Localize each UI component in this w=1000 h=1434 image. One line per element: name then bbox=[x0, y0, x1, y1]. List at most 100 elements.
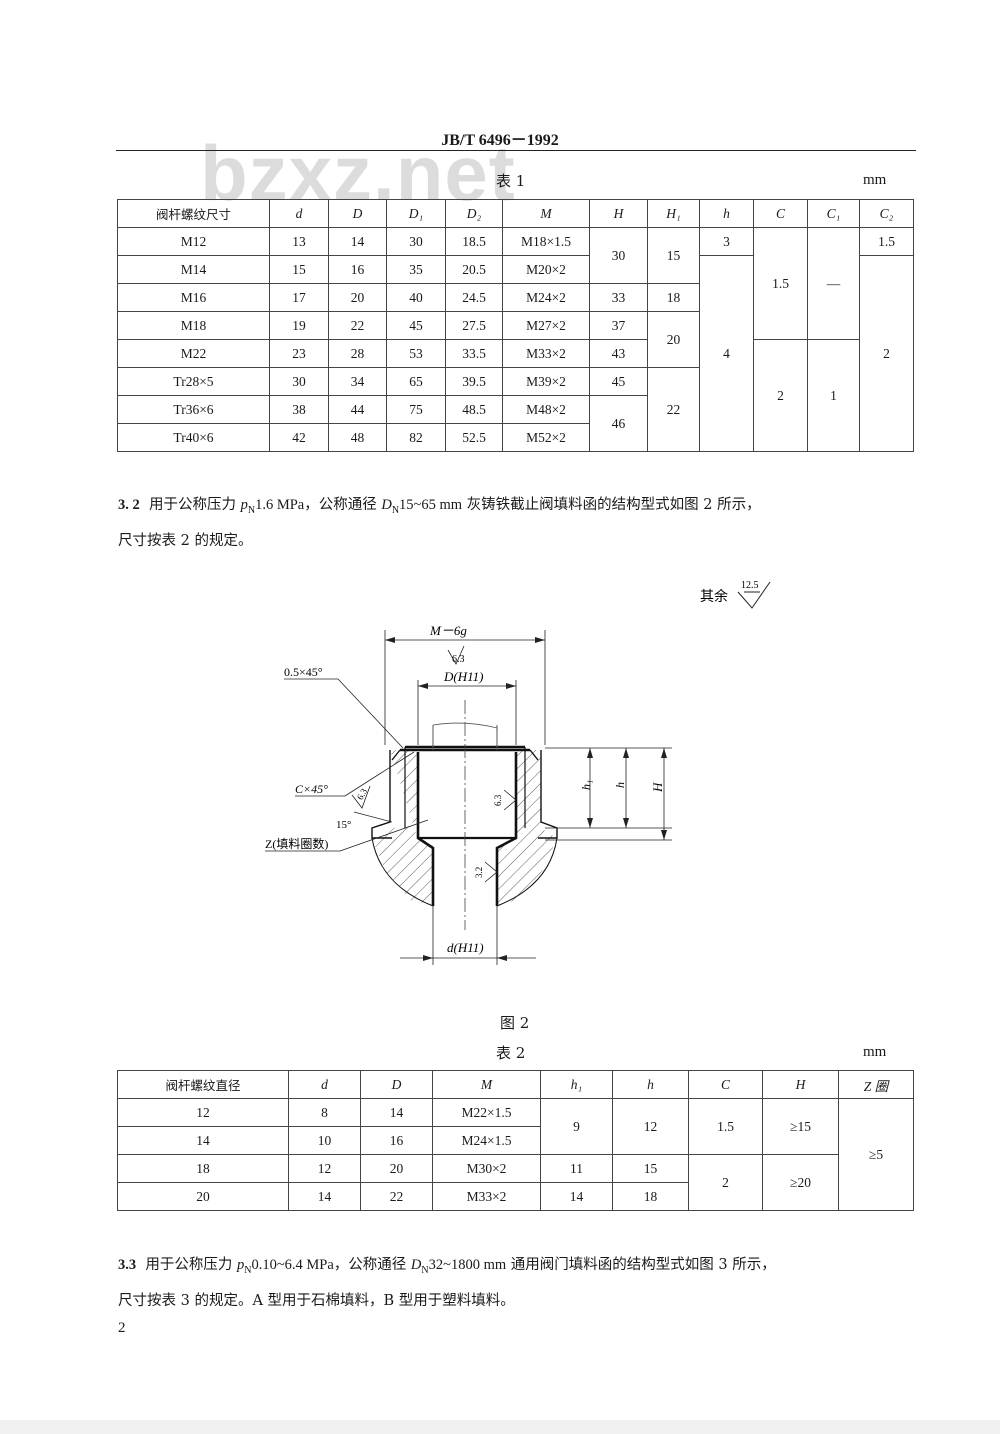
table1: 阀杆螺纹尺寸 d D D₁ D₂ M H H₁ h C C₁ C₂ M12 13… bbox=[117, 199, 914, 452]
table1-header-cell: D₂ bbox=[445, 199, 503, 228]
table1-cell: M18 bbox=[117, 311, 270, 340]
table1-cell: 48 bbox=[328, 423, 387, 452]
table2-cell: 2 bbox=[688, 1154, 763, 1211]
table1-cell: 40 bbox=[386, 283, 446, 312]
pressure-value: 0.10~6.4 MPa bbox=[251, 1257, 334, 1273]
table2-cell: 18 bbox=[612, 1182, 689, 1211]
thread-line bbox=[404, 747, 526, 828]
chamfer-edge bbox=[391, 749, 539, 761]
table2-header-cell: h bbox=[612, 1070, 689, 1099]
table1-cell: 46 bbox=[589, 395, 648, 452]
table1-cell: 30 bbox=[269, 367, 329, 396]
table2-header-cell: 阀杆螺纹直径 bbox=[117, 1070, 289, 1099]
table1-cell: M39×2 bbox=[502, 367, 590, 396]
roughness-symbol-icon bbox=[447, 645, 465, 665]
table2-row: 14 10 16 M24×1.5 bbox=[117, 1126, 914, 1155]
table1-cell: 43 bbox=[589, 339, 648, 368]
table1-cell: M22 bbox=[117, 339, 270, 368]
table2-cell: 10 bbox=[288, 1126, 361, 1155]
angle-label: 15° bbox=[336, 819, 351, 831]
table2-unit: mm bbox=[863, 1044, 887, 1060]
table1-cell: M24×2 bbox=[502, 283, 590, 312]
table1-header-cell: D₁ bbox=[386, 199, 446, 228]
table1-cell: 1.5 bbox=[753, 227, 808, 340]
table2-row: 20 14 22 M33×2 14 18 bbox=[117, 1182, 914, 1211]
table1-caption: 表 1 bbox=[496, 172, 526, 190]
table1-cell: M52×2 bbox=[502, 423, 590, 452]
chamfer-label: 0.5×45° bbox=[284, 665, 323, 679]
pressure-symbol: p bbox=[236, 1257, 245, 1273]
table1-cell: 22 bbox=[328, 311, 387, 340]
table1-cell: 22 bbox=[647, 367, 700, 452]
table1-cell: 48.5 bbox=[445, 395, 503, 424]
table1-cell: 18 bbox=[647, 283, 700, 312]
d-upper-label: D(H11) bbox=[443, 669, 483, 684]
c-label: C×45° bbox=[295, 782, 328, 796]
table2-header-row: 阀杆螺纹直径 d D M h₁ h C H Z 圈 bbox=[117, 1070, 914, 1099]
table1-cell: 20 bbox=[647, 311, 700, 368]
figure2-caption: 图 2 bbox=[500, 1014, 530, 1032]
c-leader bbox=[344, 751, 415, 797]
subscript-n: N bbox=[244, 1264, 252, 1276]
table2-cell: 16 bbox=[360, 1126, 433, 1155]
pressure-value: 1.6 MPa bbox=[255, 497, 305, 513]
table2-cell: 18 bbox=[117, 1154, 289, 1183]
table1-cell: 44 bbox=[328, 395, 387, 424]
table1-cell: 33.5 bbox=[445, 339, 503, 368]
table1-header-row: 阀杆螺纹尺寸 d D D₁ D₂ M H H₁ h C C₁ C₂ bbox=[117, 199, 914, 228]
table1-cell: M33×2 bbox=[502, 339, 590, 368]
table2-cell: M30×2 bbox=[432, 1154, 541, 1183]
table1-cell: Tr40×6 bbox=[117, 423, 270, 452]
table2-row: 12 8 14 M22×1.5 9 12 1.5 ≥15 ≥5 bbox=[117, 1098, 914, 1211]
table1-cell: 19 bbox=[269, 311, 329, 340]
table2-cell: ≥5 bbox=[838, 1098, 914, 1211]
roughness-symbol-icon bbox=[737, 581, 771, 609]
table1-header-cell: C₁ bbox=[807, 199, 860, 228]
diameter-symbol: D bbox=[381, 497, 392, 513]
table2-cell: 22 bbox=[360, 1182, 433, 1211]
rough-63-label: 6.3 bbox=[452, 654, 465, 665]
table2: 阀杆螺纹直径 d D M h₁ h C H Z 圈 12 8 14 M22×1.… bbox=[117, 1070, 914, 1211]
table1-cell: M12 bbox=[117, 227, 270, 256]
subscript-n: N bbox=[391, 504, 400, 516]
figure2-drawing: 其余 12.5 M－6g 6.3 D(H11) 0.5×45° C×45° 6.… bbox=[265, 580, 771, 965]
stem-top bbox=[432, 725, 498, 750]
table2-header-cell: C bbox=[688, 1070, 763, 1099]
table1-cell: 33 bbox=[589, 283, 648, 312]
table2-cell: 12 bbox=[612, 1098, 689, 1155]
table1-cell: 82 bbox=[386, 423, 446, 452]
table1-cell: 15 bbox=[647, 227, 700, 284]
table2-cell: M33×2 bbox=[432, 1182, 541, 1211]
para-line-2: 尺寸按表 2 的规定。 bbox=[118, 532, 253, 549]
table1-cell: 38 bbox=[269, 395, 329, 424]
roughness-symbol-icon bbox=[503, 789, 517, 811]
table2-cell: 12 bbox=[288, 1154, 361, 1183]
table1-cell: 28 bbox=[328, 339, 387, 368]
body-right-hatch bbox=[497, 750, 557, 905]
h-label: h bbox=[613, 782, 627, 788]
table1-cell: 13 bbox=[269, 227, 329, 256]
table2-header-cell: M bbox=[432, 1070, 541, 1099]
table2-header-cell: D bbox=[360, 1070, 433, 1099]
table2-header-cell: h₁ bbox=[540, 1070, 613, 1099]
para-text: 用于公称压力 bbox=[145, 1257, 233, 1273]
paragraph-3-2: 3. 2 用于公称压力 pN1.6 MPa，公称通径 DN15~65 mm 灰铸… bbox=[118, 490, 918, 556]
table2-row: 18 12 20 M30×2 11 15 2 ≥20 bbox=[117, 1154, 914, 1211]
para-text: 灰铸铁截止阀填料函的结构型式如图 2 所示， bbox=[466, 497, 761, 513]
table1-cell: 20 bbox=[328, 283, 387, 312]
table1-row: M12 13 14 30 18.5 M18×1.5 30 15 3 1.5 — … bbox=[117, 227, 914, 340]
table1-cell: 2 bbox=[753, 339, 808, 452]
table1-cell: 42 bbox=[269, 423, 329, 452]
table2-header-cell: d bbox=[288, 1070, 361, 1099]
table1-row: Tr40×6 42 48 82 52.5 M52×2 bbox=[117, 423, 914, 452]
section-number: 3. 2 bbox=[118, 497, 140, 513]
table1-cell: 53 bbox=[386, 339, 446, 368]
para-text: ，公称通径 bbox=[333, 1257, 407, 1273]
table1-cell: 15 bbox=[269, 255, 329, 284]
table2-cell: ≥15 bbox=[762, 1098, 839, 1155]
table1-row: M14 15 16 35 20.5 M20×2 4 2 bbox=[117, 255, 914, 452]
table1-cell: 20.5 bbox=[445, 255, 503, 284]
table2-cell: 14 bbox=[360, 1098, 433, 1127]
rough-32-label: 3.2 bbox=[474, 867, 484, 878]
table2-cell: ≥20 bbox=[762, 1154, 839, 1211]
